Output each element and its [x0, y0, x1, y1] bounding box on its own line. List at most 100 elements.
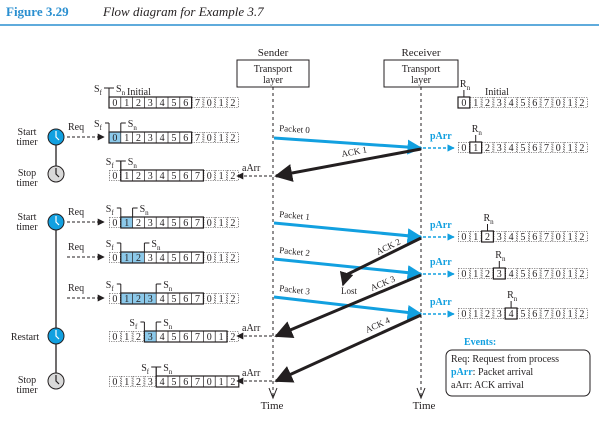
seq-number: 0 — [207, 332, 212, 343]
seq-number: 1 — [124, 253, 129, 264]
seq-number: 2 — [485, 143, 490, 154]
seq-number: 1 — [568, 98, 573, 109]
svg-text:pArr: pArr — [430, 257, 452, 268]
timer-label: timer — [16, 385, 38, 396]
seq-cell — [576, 142, 588, 153]
seq-cell — [540, 231, 553, 242]
seq-number: 3 — [497, 232, 502, 243]
seq-number: 4 — [160, 133, 165, 144]
seq-number: 6 — [532, 98, 537, 109]
seq-number: 7 — [195, 253, 200, 264]
req-event: Req — [67, 242, 105, 261]
seq-number: 0 — [461, 143, 466, 154]
seq-number: 1 — [568, 232, 573, 243]
seq-cell — [576, 231, 588, 242]
seq-number: 5 — [171, 218, 176, 229]
seq-number: 1 — [568, 143, 573, 154]
seq-number: 0 — [461, 98, 466, 109]
seq-number: 2 — [485, 232, 490, 243]
seq-number: 2 — [136, 133, 141, 144]
outstanding-frame-cell — [120, 252, 133, 263]
seq-cell — [517, 268, 529, 279]
seq-number: 2 — [485, 98, 490, 109]
timer-label: Stop — [18, 375, 36, 386]
seq-number: 0 — [112, 294, 117, 305]
parr-event: pArr — [423, 220, 455, 241]
seq-number: 0 — [207, 218, 212, 229]
receiver-transport-layer-box — [383, 59, 459, 88]
seq-cell — [528, 142, 541, 153]
seq-number: 3 — [148, 332, 153, 343]
seq-number: 1 — [219, 332, 224, 343]
seq-number: 6 — [183, 133, 188, 144]
seq-number: 6 — [183, 332, 188, 343]
seq-number: 3 — [148, 253, 153, 264]
seq-number: 7 — [544, 309, 549, 320]
timer-clock-icon — [47, 327, 65, 345]
pointer-label: Rn — [495, 250, 506, 263]
seq-number: 0 — [112, 253, 117, 264]
seq-cell — [552, 231, 565, 242]
seq-number: 5 — [171, 294, 176, 305]
seq-number: 4 — [160, 377, 165, 388]
svg-text:pArr: pArr — [430, 220, 452, 231]
legend-item: aArr: ACK arrival — [451, 380, 524, 391]
seq-number: 5 — [520, 98, 525, 109]
seq-number: 2 — [230, 133, 235, 144]
seq-number: 1 — [124, 218, 129, 229]
timer-label: Restart — [11, 332, 40, 343]
timer-label: timer — [16, 222, 38, 233]
receiver-box-line1: Transport — [402, 64, 441, 75]
seq-cell — [552, 142, 565, 153]
seq-number: 7 — [195, 171, 200, 182]
packet-2-arrow: Packet 2 — [273, 245, 423, 281]
svg-text:Req: Req — [68, 283, 84, 294]
seq-number: 5 — [171, 332, 176, 343]
seq-number: 1 — [473, 232, 478, 243]
seq-number: 3 — [497, 98, 502, 109]
seq-cell — [540, 142, 553, 153]
pointer-label: Sf — [106, 157, 115, 170]
seq-number: 6 — [532, 143, 537, 154]
seq-cell — [564, 97, 576, 108]
seq-cell — [458, 231, 470, 242]
legend-item: pArr: Packet arrival — [451, 367, 533, 378]
parr-event: pArr — [423, 297, 455, 318]
parr-event: pArr — [423, 131, 455, 152]
seq-number: 2 — [485, 269, 490, 280]
svg-text:Packet 2: Packet 2 — [279, 245, 311, 258]
seq-cell — [576, 268, 588, 279]
seq-number: 1 — [124, 171, 129, 182]
seq-cell — [564, 308, 576, 319]
pointer-label: Sf — [106, 280, 115, 293]
svg-text:aArr: aArr — [242, 163, 261, 174]
pointer-label: Sn — [128, 119, 138, 132]
seq-cell — [227, 132, 239, 143]
seq-number: 0 — [112, 133, 117, 144]
seq-number: 3 — [148, 171, 153, 182]
seq-number: 0 — [556, 98, 561, 109]
seq-cell — [215, 293, 227, 304]
pointer-label: Sf — [106, 204, 115, 217]
seq-number: 5 — [520, 269, 525, 280]
seq-number: 1 — [568, 309, 573, 320]
pointer-label: Rn — [507, 290, 518, 303]
seq-number: 4 — [509, 143, 514, 154]
seq-number: 0 — [207, 98, 212, 109]
seq-number: 0 — [112, 377, 117, 388]
seq-number: 5 — [520, 143, 525, 154]
seq-cell — [493, 97, 505, 108]
seq-number: 2 — [230, 377, 235, 388]
seq-cell — [109, 331, 121, 342]
timer-clock-icon — [47, 213, 65, 231]
outstanding-frame-cell — [120, 217, 133, 228]
seq-number: 6 — [532, 232, 537, 243]
sender-header: Sender — [258, 47, 289, 59]
seq-cell — [505, 231, 517, 242]
seq-number: 1 — [219, 171, 224, 182]
seq-cell — [564, 142, 576, 153]
pointer-label: Sn — [163, 318, 173, 331]
seq-number: 2 — [579, 143, 584, 154]
